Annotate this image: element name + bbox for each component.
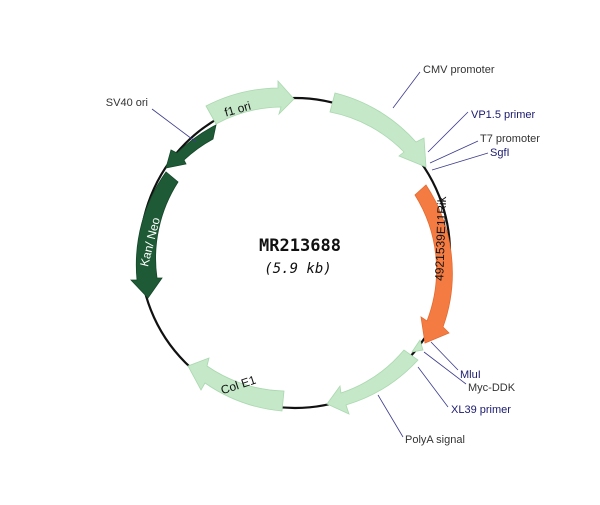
mlui-leader	[430, 341, 459, 371]
sgfi-callout: SgfI	[490, 147, 510, 159]
sv40-ori-feature	[165, 124, 217, 169]
plasmid-name: MR213688	[259, 236, 341, 256]
col-e1-feature	[187, 357, 285, 412]
myc-ddk-callout: Myc-DDK	[468, 382, 516, 394]
insert-feature	[414, 184, 453, 344]
insert-label: 4921539E11Rik	[432, 195, 449, 281]
sgfi-leader	[431, 152, 489, 171]
cmv-promoter-callout: CMV promoter	[423, 64, 495, 76]
vp15-primer-callout: VP1.5 primer	[471, 109, 536, 121]
sv40-ori-callout: SV40 ori	[106, 97, 148, 109]
cmv-promoter-leader	[392, 71, 421, 109]
plasmid-size: (5.9 kb)	[264, 261, 331, 277]
mlui-callout: MluI	[460, 369, 481, 381]
sv40-ori-leader	[151, 108, 197, 143]
t7-promoter-leader	[429, 140, 479, 164]
vp15-primer-leader	[427, 111, 469, 153]
myc-ddk-marker	[411, 339, 424, 353]
myc-ddk-leader	[423, 351, 467, 385]
xl39-primer-callout: XL39 primer	[451, 404, 511, 416]
xl39-primer-leader	[417, 366, 449, 408]
t7-promoter-callout: T7 promoter	[480, 133, 540, 145]
cmv-promoter-feature	[329, 92, 427, 168]
polya-signal-leader	[377, 394, 404, 438]
kan-neo-feature	[130, 171, 179, 299]
polya-feature	[326, 349, 419, 415]
polya-signal-callout: PolyA signal	[405, 434, 465, 446]
f1-ori-feature	[205, 79, 295, 125]
